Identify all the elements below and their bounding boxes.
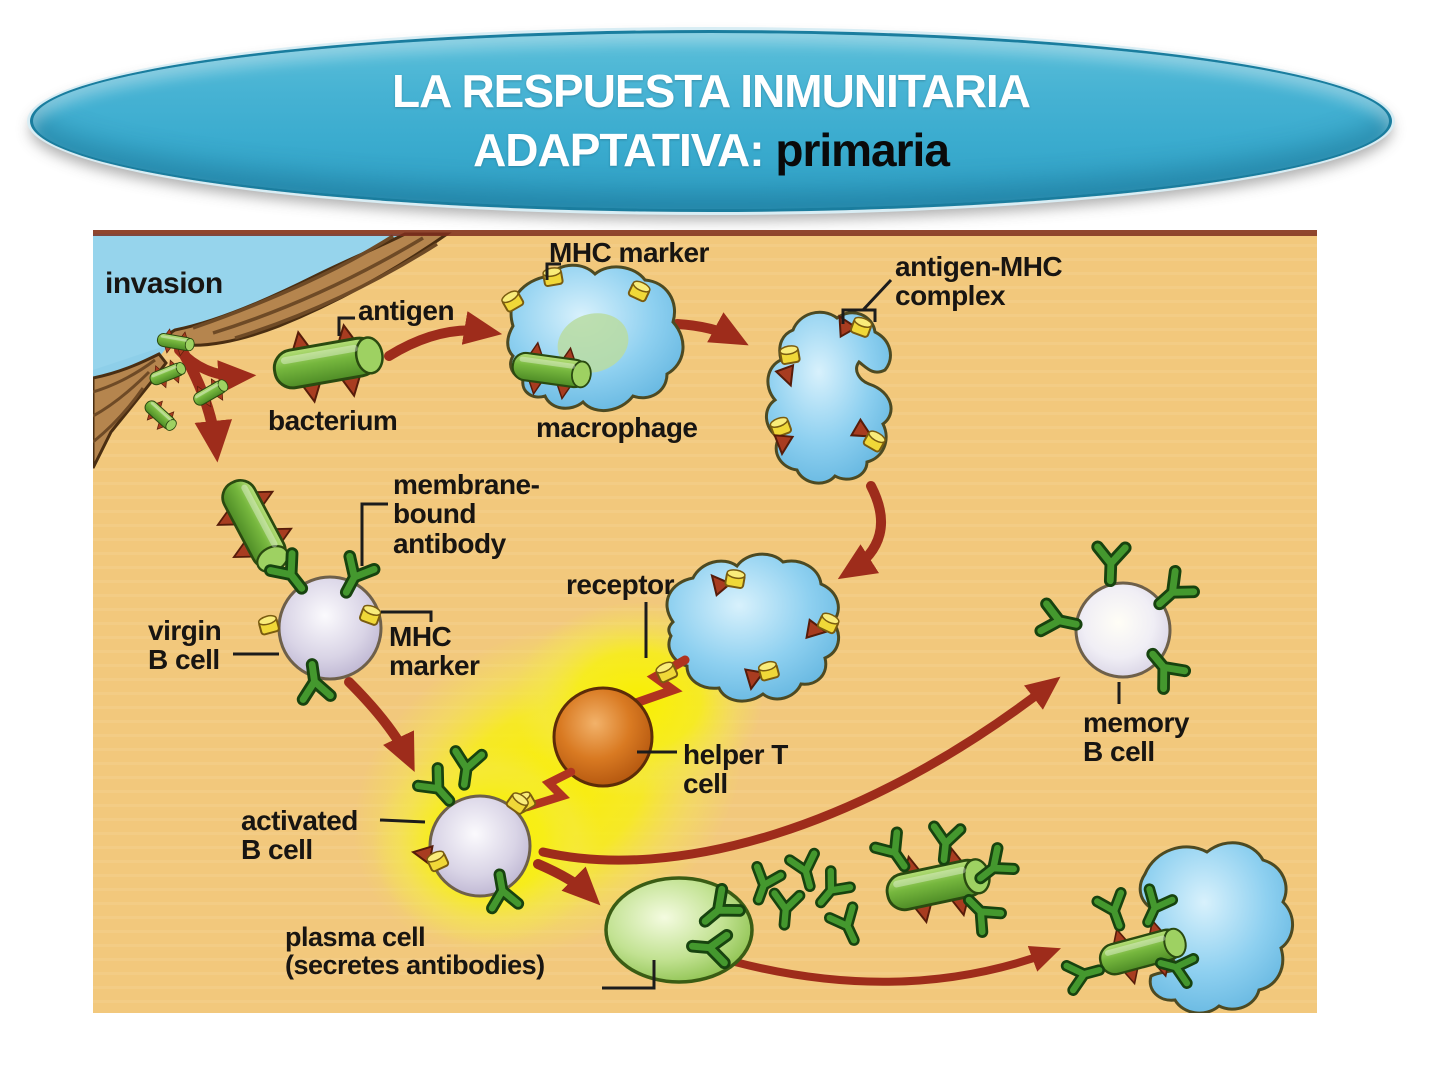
macrophage-3: [665, 552, 842, 703]
label-activated-b-cell: activated B cell: [241, 805, 358, 866]
label-bacterium: bacterium: [268, 405, 398, 436]
label-macrophage: macrophage: [536, 412, 698, 443]
leader-lines: [233, 262, 1121, 990]
label-receptor: receptor: [566, 569, 675, 600]
slide-title-line2-black: primaria: [775, 124, 950, 176]
diagram-panel: invasion antigen bacterium MHC marker ma…: [93, 230, 1317, 1013]
title-banner: LA RESPUESTA INMUNITARIA ADAPTATIVA: pri…: [30, 30, 1392, 212]
label-mhc-marker-2: MHC marker: [389, 621, 480, 682]
activated-b-cell: [410, 751, 532, 908]
label-helper-t-cell: helper T cell: [683, 739, 788, 800]
slide-title-line2-white: ADAPTATIVA:: [473, 124, 776, 176]
label-virgin-b-cell: virgin B cell: [148, 615, 222, 676]
label-plasma-cell: plasma cell (secretes antibodies): [285, 922, 545, 981]
virgin-b-cell: [203, 468, 383, 700]
skin-barrier: [93, 232, 452, 469]
image-top-edge: [93, 230, 1317, 236]
macrophage-2: [765, 310, 893, 485]
b-cell-receptor: [511, 767, 576, 815]
label-mhc-marker: MHC marker: [549, 237, 709, 268]
macrophage-4: [1067, 841, 1294, 1013]
slide-title-line1: LA RESPUESTA INMUNITARIA: [392, 64, 1031, 117]
slide-title-line2: ADAPTATIVA: primaria: [473, 123, 950, 178]
immune-response-illustration: [93, 230, 1317, 1013]
macrophage-1: [499, 263, 685, 413]
plasma-cell: [604, 876, 754, 984]
label-memory-b-cell: memory B cell: [1083, 707, 1189, 768]
label-antigen-mhc-complex: antigen-MHC complex: [895, 251, 1063, 312]
t-cell-receptor: [622, 655, 690, 711]
label-invasion: invasion: [105, 267, 223, 300]
label-antigen: antigen: [358, 295, 455, 326]
label-membrane-bound-antibody: membrane- bound antibody: [393, 469, 540, 559]
memory-b-cell: [1041, 547, 1194, 689]
helper-t-cell: [552, 686, 654, 788]
